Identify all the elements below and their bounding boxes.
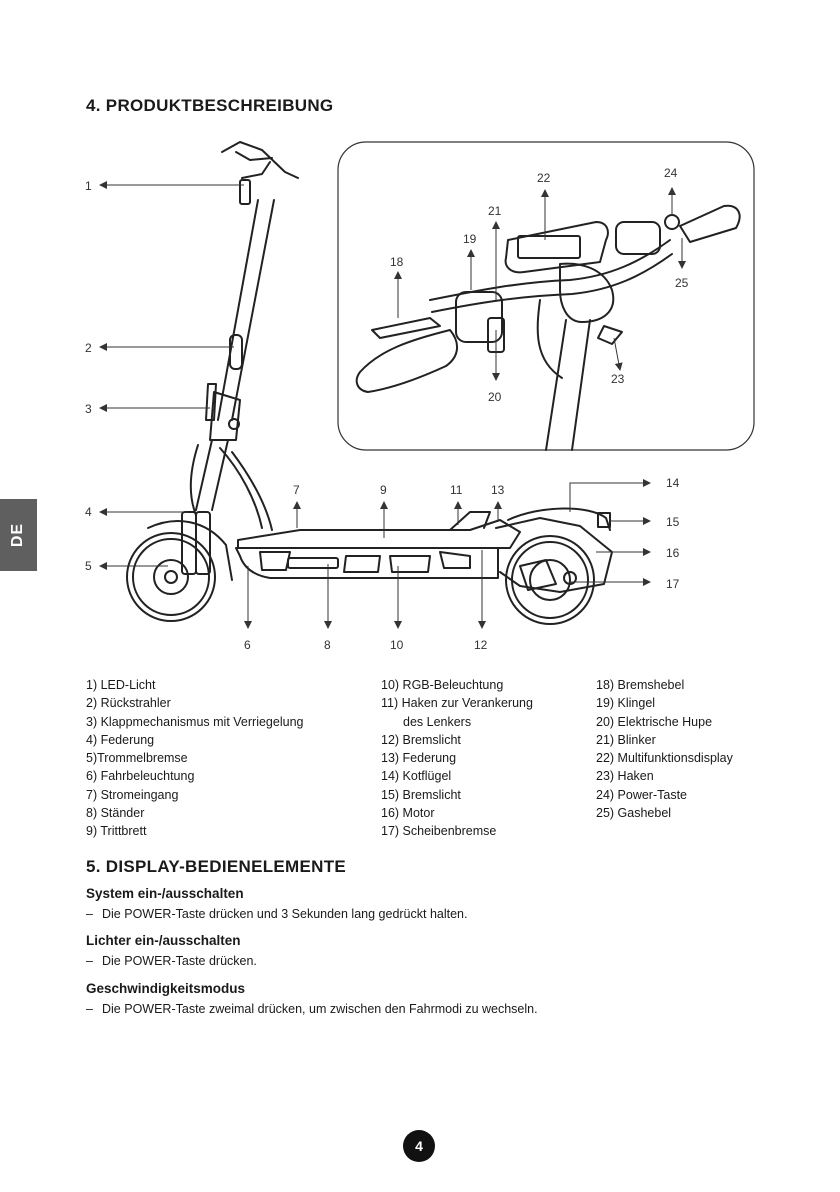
callout-15: 15 — [666, 515, 680, 529]
callout-arrows — [99, 181, 686, 629]
dash-bullet: – — [86, 954, 93, 968]
legend-item: 2) Rückstrahler — [86, 696, 171, 711]
instruction-lights-toggle: –Die POWER-Taste drücken. — [86, 954, 257, 968]
legend-item: 18) Bremshebel — [596, 678, 685, 692]
legend-item: 24) Power-Taste — [596, 787, 688, 802]
subheading-speed-mode: Geschwindigkeitsmodus — [86, 981, 246, 996]
instruction-text: Die POWER-Taste drücken und 3 Sekunden l… — [102, 907, 468, 921]
legend-column-3: 18) Bremshebel 19) Klingel 20) Elektrisc… — [596, 676, 733, 822]
legend-item: 11) Haken zur Verankerung — [381, 696, 533, 711]
legend-item: 21) Blinker — [596, 732, 656, 747]
legend-item: 22) Multifunktionsdisplay — [596, 751, 733, 766]
callout-23: 23 — [611, 372, 625, 386]
legend-item: 19) Klingel — [596, 696, 656, 711]
legend-item: 13) Federung — [381, 751, 457, 766]
section-title-display-controls: 5. DISPLAY-BEDIENELEMENTE — [86, 857, 347, 876]
callout-labels: 1 2 3 4 5 6 7 8 9 10 11 12 13 14 15 16 1… — [85, 166, 689, 652]
dash-bullet: – — [86, 907, 93, 921]
callout-12: 12 — [474, 638, 488, 652]
callout-7: 7 — [293, 483, 300, 497]
callout-5: 5 — [85, 559, 92, 573]
callout-3: 3 — [85, 402, 92, 416]
callout-11: 11 — [450, 483, 463, 497]
legend-item: 7) Stromeingang — [86, 787, 179, 802]
callout-4: 4 — [85, 505, 92, 519]
dash-bullet: – — [86, 1002, 93, 1016]
legend-item: 23) Haken — [596, 769, 654, 784]
page-number: 4 — [403, 1130, 435, 1162]
legend-item: 12) Bremslicht — [381, 732, 461, 747]
subheading-lights-toggle: Lichter ein-/ausschalten — [86, 933, 241, 948]
legend-item: 20) Elektrische Hupe — [596, 714, 713, 729]
callout-22: 22 — [537, 171, 551, 185]
legend-column-1: 1) LED-Licht 2) Rückstrahler 3) Klappmec… — [86, 676, 303, 841]
legend-item: 9) Trittbrett — [86, 824, 147, 839]
legend-item: 4) Federung — [86, 732, 155, 747]
callout-21: 21 — [488, 204, 502, 218]
scooter-diagram: 1 2 3 4 5 6 7 8 9 10 11 12 13 14 15 16 1… — [85, 141, 755, 652]
legend-item: 5)Trommelbremse — [86, 751, 188, 766]
callout-8: 8 — [324, 638, 331, 652]
callout-16: 16 — [666, 546, 680, 560]
scooter-illustration — [126, 141, 613, 625]
callout-24: 24 — [664, 166, 678, 180]
callout-1: 1 — [85, 179, 92, 193]
callout-10: 10 — [390, 638, 404, 652]
legend-column-2: 10) RGB-Beleuchtung 11) Haken zur Verank… — [381, 676, 533, 841]
legend-item: 8) Ständer — [86, 806, 145, 821]
legend-item: 6) Fahrbeleuchtung — [86, 769, 195, 784]
callout-25: 25 — [675, 276, 689, 290]
legend-item: 16) Motor — [381, 806, 435, 821]
callout-13: 13 — [491, 483, 505, 497]
callout-14: 14 — [666, 476, 680, 490]
legend-item: 15) Bremslicht — [381, 787, 461, 802]
legend-item: 10) RGB-Beleuchtung — [381, 678, 504, 692]
legend-item: 3) Klappmechanismus mit Verriegelung — [86, 714, 304, 729]
callout-2: 2 — [85, 341, 92, 355]
language-tab: DE — [0, 499, 37, 571]
section-title-product-description: 4. PRODUKTBESCHREIBUNG — [86, 96, 334, 115]
legend-item: 14) Kotflügel — [381, 769, 452, 784]
instruction-speed-mode: –Die POWER-Taste zweimal drücken, um zwi… — [86, 1002, 538, 1016]
subheading-power-toggle: System ein-/ausschalten — [86, 886, 244, 901]
callout-17: 17 — [666, 577, 680, 591]
callout-18: 18 — [390, 255, 404, 269]
legend-item: 17) Scheibenbremse — [381, 824, 497, 839]
legend-item-continuation: des Lenkers — [403, 714, 472, 729]
callout-20: 20 — [488, 390, 502, 404]
callout-9: 9 — [380, 483, 387, 497]
handlebar-detail-illustration — [355, 204, 741, 451]
instruction-power-toggle: –Die POWER-Taste drücken und 3 Sekunden … — [86, 907, 468, 921]
callout-19: 19 — [463, 232, 477, 246]
callout-6: 6 — [244, 638, 251, 652]
instruction-text: Die POWER-Taste zweimal drücken, um zwis… — [102, 1002, 538, 1016]
instruction-text: Die POWER-Taste drücken. — [102, 954, 257, 968]
legend-item: 1) LED-Licht — [86, 678, 156, 692]
legend-item: 25) Gashebel — [596, 806, 672, 821]
